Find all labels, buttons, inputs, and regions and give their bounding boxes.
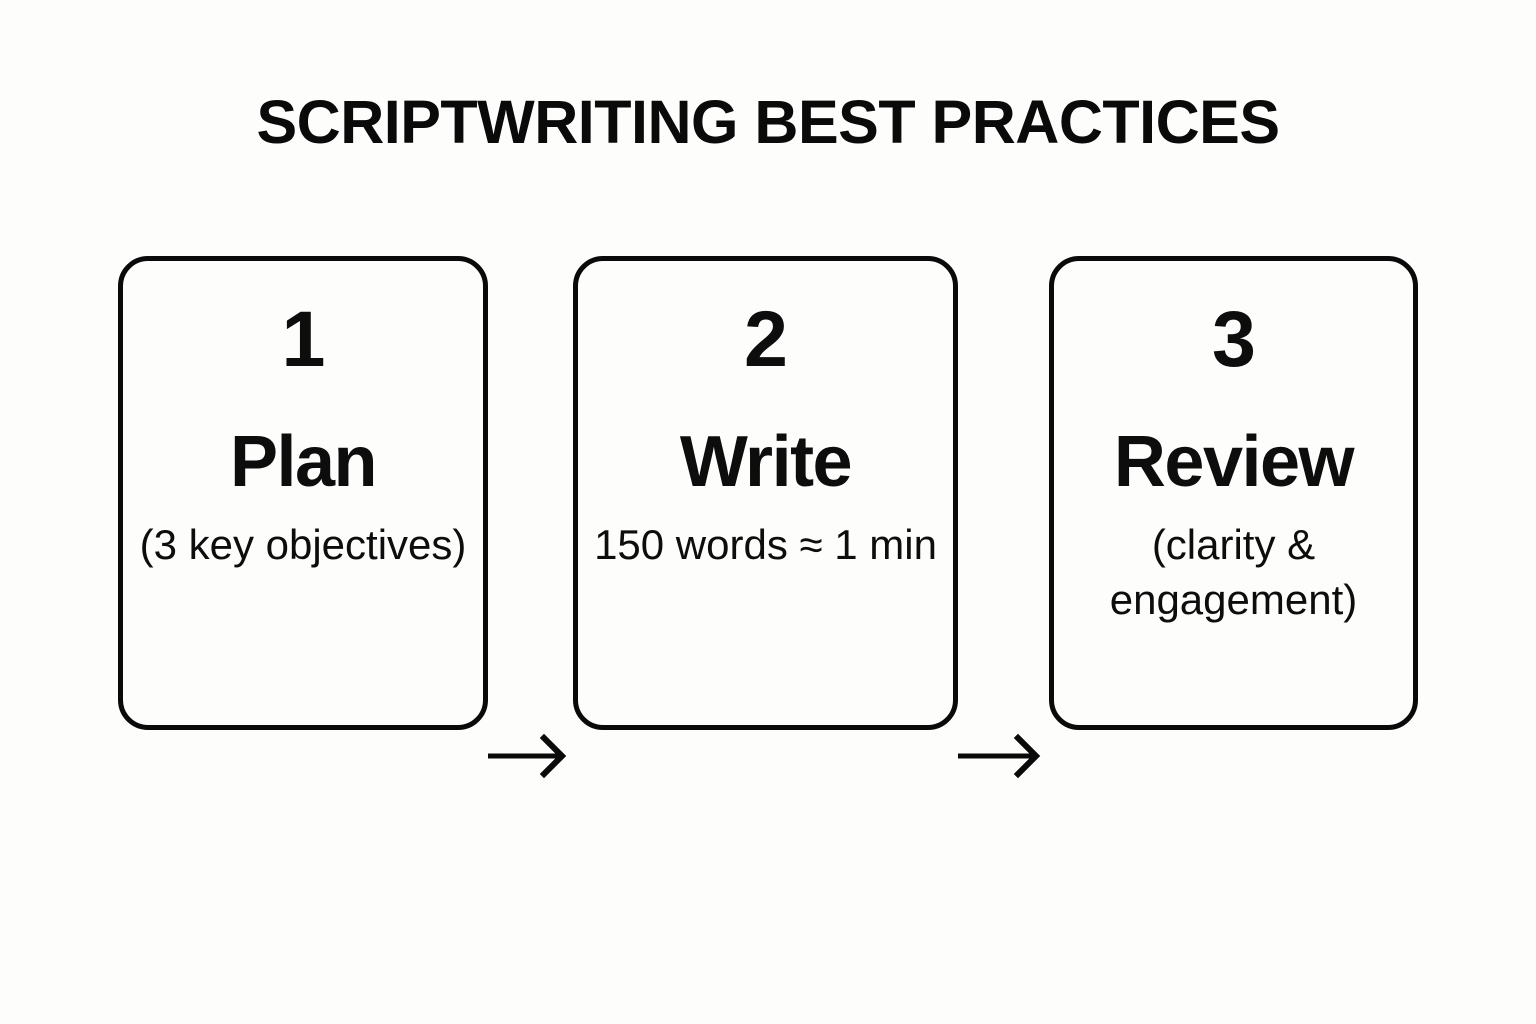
step-detail: (3 key objectives)	[139, 521, 467, 568]
page-title: SCRIPTWRITING BEST PRACTICES	[256, 88, 1280, 156]
step-number: 3	[1212, 294, 1256, 383]
step-card-plan[interactable]: 1 Plan (3 key objectives)	[118, 256, 488, 730]
step-label: Plan	[229, 422, 378, 502]
step-detail: (clarity & engagement)	[1109, 521, 1358, 623]
step-label: Review	[1113, 422, 1355, 502]
arrow-step-2-to-3-icon	[956, 726, 1052, 786]
step-card-review[interactable]: 3 Review (clarity & engagement)	[1049, 256, 1418, 730]
step-card-write[interactable]: 2 Write 150 words ≈ 1 min	[573, 256, 958, 730]
step-number: 2	[744, 294, 788, 383]
step-detail: 150 words ≈ 1 min	[594, 521, 937, 568]
step-number: 1	[281, 294, 326, 383]
arrow-step-1-to-2-icon	[486, 726, 576, 786]
process-flow: 1 Plan (3 key objectives) 2 Write 150 wo…	[0, 256, 1536, 779]
step-label: Write	[679, 422, 853, 502]
